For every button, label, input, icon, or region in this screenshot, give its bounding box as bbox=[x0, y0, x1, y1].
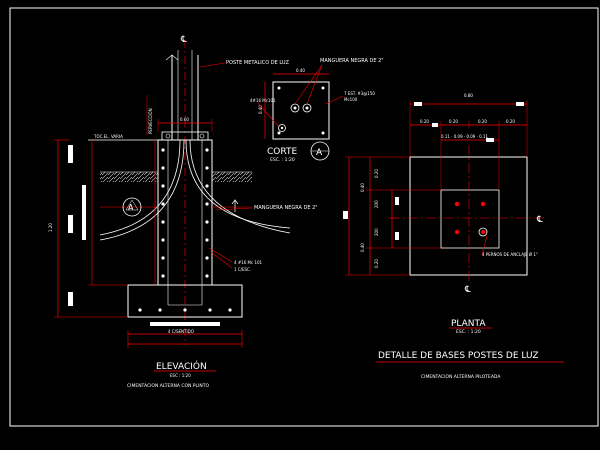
corte-mark-label: Mc100 bbox=[344, 97, 358, 102]
corte-bars-label: 4#16 Mc101 bbox=[250, 98, 276, 103]
planta-title: PLANTA bbox=[451, 319, 486, 329]
elevation-sentido-label: 4 C/SENTIDO bbox=[168, 329, 194, 334]
planta-centerline-mark-right: ℄ bbox=[536, 215, 543, 225]
planta-side-d: 200 bbox=[374, 228, 379, 236]
elevation-toc-label: TOC.EL. VARIA bbox=[93, 134, 123, 139]
planta-dim-d: 0.20 bbox=[506, 119, 515, 124]
elevation-estribos-label: 1 C/ESC. bbox=[234, 267, 251, 272]
elevation-top-dim: 0.60 bbox=[180, 117, 189, 122]
corte-scale: ESC. : 1:20 bbox=[270, 157, 295, 163]
planta-dim-b: 0.20 bbox=[449, 119, 458, 124]
planta-side-b: 0.40 bbox=[360, 183, 365, 192]
corte-estribos-label: 7 EST. #3@150 bbox=[344, 91, 375, 96]
planta-side-a: 0.20 bbox=[374, 169, 379, 178]
elevation-section-symbol: A bbox=[128, 203, 134, 212]
planta-inner-dims: 0.11 · 0.09 · 0.09 · 0.11 bbox=[441, 134, 489, 139]
planta-subtitle: CIMENTACION ALTERNA PILOTEADA bbox=[421, 374, 501, 380]
elevation-manguera-label: MANGUERA NEGRA DE 2" bbox=[254, 205, 318, 211]
planta-centerline-mark-bottom: ℄ bbox=[464, 285, 471, 295]
elevation-varillas-label: 4 #16 Mc 101 bbox=[234, 260, 263, 265]
elevation-centerline-mark: ℄ bbox=[180, 35, 187, 45]
detail-main-title: DETALLE DE BASES POSTES DE LUZ bbox=[378, 351, 539, 361]
elevation-subtitle: CIMENTACION ALTERNA CON PLINTO bbox=[127, 383, 209, 389]
elevation-height-dim: 1.20 bbox=[48, 223, 53, 232]
elevation-scale: ESC : 1:20 bbox=[170, 373, 191, 378]
planta-total-dim: 0.80 bbox=[464, 93, 473, 98]
elevation-grava-label: PERVECCIÓN bbox=[148, 108, 153, 134]
planta-side-e: 0.40 bbox=[360, 243, 365, 252]
planta-dim-a: 0.20 bbox=[420, 119, 429, 124]
planta-scale: ESC. : 1:20 bbox=[456, 329, 481, 335]
planta-side-c: 200 bbox=[374, 200, 379, 208]
planta-side-f: 0.20 bbox=[374, 259, 379, 268]
corte-title: CORTE bbox=[267, 147, 297, 157]
elevation-title: ELEVACIÓN bbox=[156, 360, 207, 372]
planta-pernos-label: 4 PERNOS DE ANCLAJE Ø 1" bbox=[482, 252, 538, 257]
elevation-poste-label: POSTE METALICO DE LUZ bbox=[226, 60, 289, 66]
drawing-frame bbox=[9, 7, 599, 427]
corte-height-dim: 0.40 bbox=[258, 105, 263, 114]
corte-manguera-label: MANGUERA NEGRA DE 2" bbox=[320, 58, 384, 64]
corte-section-symbol: A bbox=[316, 148, 323, 158]
corte-width-dim: 0.40 bbox=[296, 68, 305, 73]
planta-view: ℄ ℄ 4 PERNOS DE ANCLAJE Ø 1" 0.80 0.20 0… bbox=[343, 93, 564, 380]
corte-view: 0.40 0.40 4#16 Mc101 MANGUERA NEGRA DE 2… bbox=[250, 58, 384, 163]
elevation-view: ℄ bbox=[48, 35, 318, 389]
planta-dim-c: 0.20 bbox=[478, 119, 487, 124]
